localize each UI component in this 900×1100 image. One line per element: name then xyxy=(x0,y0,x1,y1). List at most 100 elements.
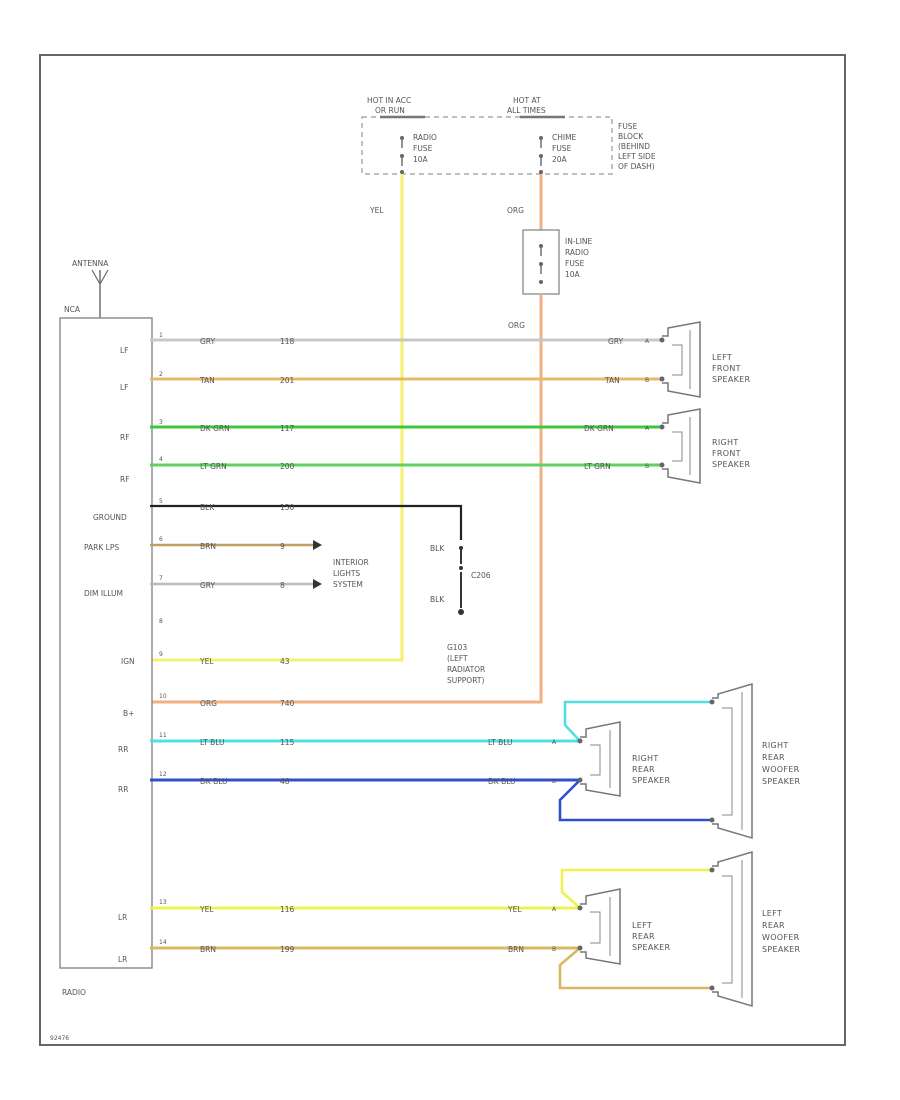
lr-pin-b: B xyxy=(552,946,556,953)
radio-unit: ANTENNA NCA RADIO LF LF RF RF GROUND PAR… xyxy=(59,259,167,997)
interior-lights-3: SYSTEM xyxy=(333,580,363,589)
left-front-label-2: FRONT xyxy=(712,364,741,373)
radio-pin-8: 8 xyxy=(159,618,163,625)
wire7-circuit: 8 xyxy=(280,581,285,590)
radio-pin-4: 4 xyxy=(159,456,163,463)
fuse2-line1: CHIME xyxy=(552,133,577,142)
radio-pin-12: 12 xyxy=(159,771,167,778)
fuse-block: HOT IN ACC OR RUN HOT AT ALL TIMES RADIO… xyxy=(361,96,656,175)
rf-pin-b: B xyxy=(645,463,649,470)
wire11-circuit: 46 xyxy=(280,777,290,786)
radio-term-rr-2: RR xyxy=(118,785,128,794)
left-front-speaker-icon: A B xyxy=(645,321,701,398)
rr-pin-b: B xyxy=(552,778,556,785)
fuse-block-loc-2: BLOCK xyxy=(618,132,644,141)
wire2-circuit: 201 xyxy=(280,376,295,385)
lf-pin-b: B xyxy=(645,377,649,384)
radio-pin-2: 2 xyxy=(159,371,163,378)
radio-term-lf-2: LF xyxy=(120,383,129,392)
yel-feed-wire xyxy=(150,174,404,662)
c206-label: C206 xyxy=(471,571,491,580)
rr-woofer-label-4: SPEAKER xyxy=(762,777,801,786)
radio-pin-14: 14 xyxy=(159,939,167,946)
radio-pin-7: 7 xyxy=(159,575,163,582)
wire3-color: DK GRN xyxy=(200,424,230,433)
left-rear-label-3: SPEAKER xyxy=(632,943,671,952)
radio-term-rf-1: RF xyxy=(120,433,130,442)
fuse-block-loc-3: (BEHIND xyxy=(618,142,650,151)
radio-term-lf-1: LF xyxy=(120,346,129,355)
right-rear-label-1: RIGHT xyxy=(632,754,659,763)
right-rear-woofer-icon xyxy=(709,682,753,840)
rr-woofer-label-3: WOOFER xyxy=(762,765,800,774)
radio-term-rf-2: RF xyxy=(120,475,130,484)
radio-pin-6: 6 xyxy=(159,536,163,543)
radio-term-ground: GROUND xyxy=(93,513,127,522)
lf-pin-a: A xyxy=(645,338,650,345)
blk-label-top: BLK xyxy=(430,544,445,553)
radio-term-park-lps: PARK LPS xyxy=(84,543,119,552)
spk-wire-label-tan: TAN xyxy=(604,376,620,385)
wire-labels-radio-side: GRY 118 TAN 201 DK GRN 117 LT GRN 200 BL… xyxy=(199,337,295,954)
right-front-speaker-icon: A B xyxy=(645,408,701,484)
inline-fuse-line1: IN-LINE xyxy=(565,237,593,246)
chime-fuse: CHIME FUSE 20A xyxy=(539,133,577,174)
wire4-color: LT GRN xyxy=(200,462,227,471)
fuse1-line3: 10A xyxy=(413,155,429,164)
wire10-color: LT BLU xyxy=(200,738,225,747)
wire12-circuit: 116 xyxy=(280,905,295,914)
left-rear-label-2: REAR xyxy=(632,932,655,941)
wire-lr-neg-woofer xyxy=(558,947,712,990)
ground-label-3: RADIATOR xyxy=(447,665,485,674)
rf-pin-a: A xyxy=(645,425,650,432)
right-front-label-1: RIGHT xyxy=(712,438,739,447)
diagram-frame xyxy=(39,54,846,1046)
org-feed-label-2: ORG xyxy=(508,321,525,330)
wire3-circuit: 117 xyxy=(280,424,295,433)
hot-run-acc-label-1: HOT IN ACC xyxy=(367,96,411,105)
fuse1-line1: RADIO xyxy=(413,133,437,142)
left-rear-speaker-icon: A B xyxy=(552,888,621,965)
hot-all-times-label-1: HOT AT xyxy=(513,96,541,105)
wire-labels-speaker-side: GRY TAN DK GRN LT GRN LT BLU DK BLU YEL … xyxy=(488,337,624,954)
wire-rr-pos-woofer xyxy=(563,700,712,742)
fuse1-line2: FUSE xyxy=(413,144,433,153)
radio-pin-13: 13 xyxy=(159,899,167,906)
hot-all-times-label-2: ALL TIMES xyxy=(507,106,546,115)
lr-woofer-label-3: WOOFER xyxy=(762,933,800,942)
inline-fuse-line3: FUSE xyxy=(565,259,585,268)
right-rear-label-2: REAR xyxy=(632,765,655,774)
right-rear-speaker-icon: A B xyxy=(552,721,621,797)
wire13-circuit: 199 xyxy=(280,945,295,954)
fuse-block-loc-5: OF DASH) xyxy=(618,162,655,171)
wire1-circuit: 118 xyxy=(280,337,295,346)
inline-radio-fuse: IN-LINE RADIO FUSE 10A xyxy=(522,229,593,295)
wire-rr-neg-woofer xyxy=(558,779,712,822)
inline-fuse-line2: RADIO xyxy=(565,248,589,257)
wire-ground xyxy=(150,504,463,540)
wire5-circuit: 150 xyxy=(280,503,295,512)
fuse-block-loc-1: FUSE xyxy=(618,122,638,131)
radio-pin-1: 1 xyxy=(159,332,163,339)
antenna-icon xyxy=(91,269,109,318)
spk-wire-label-gry: GRY xyxy=(608,337,624,346)
spk-wire-label-dkblu: DK BLU xyxy=(488,777,516,786)
radio-pin-10: 10 xyxy=(159,693,167,700)
interior-lights-1: INTERIOR xyxy=(333,558,369,567)
wire10-circuit: 115 xyxy=(280,738,295,747)
ground-symbol xyxy=(458,590,464,615)
left-front-label-1: LEFT xyxy=(712,353,732,362)
right-front-label-3: SPEAKER xyxy=(712,460,751,469)
spk-wire-label-yel: YEL xyxy=(507,905,522,914)
interior-lights-2: LIGHTS xyxy=(333,569,360,578)
antenna-label: ANTENNA xyxy=(72,259,109,268)
wire7-color: GRY xyxy=(200,581,216,590)
wire4-circuit: 200 xyxy=(280,462,295,471)
inline-fuse-line4: 10A xyxy=(565,270,581,279)
right-front-label-2: FRONT xyxy=(712,449,741,458)
spk-wire-label-brn: BRN xyxy=(508,945,524,954)
spk-wire-label-ltgrn: LT GRN xyxy=(584,462,611,471)
spk-wire-label-ltblu: LT BLU xyxy=(488,738,513,747)
radio-term-rr-1: RR xyxy=(118,745,128,754)
right-rear-label-3: SPEAKER xyxy=(632,776,671,785)
